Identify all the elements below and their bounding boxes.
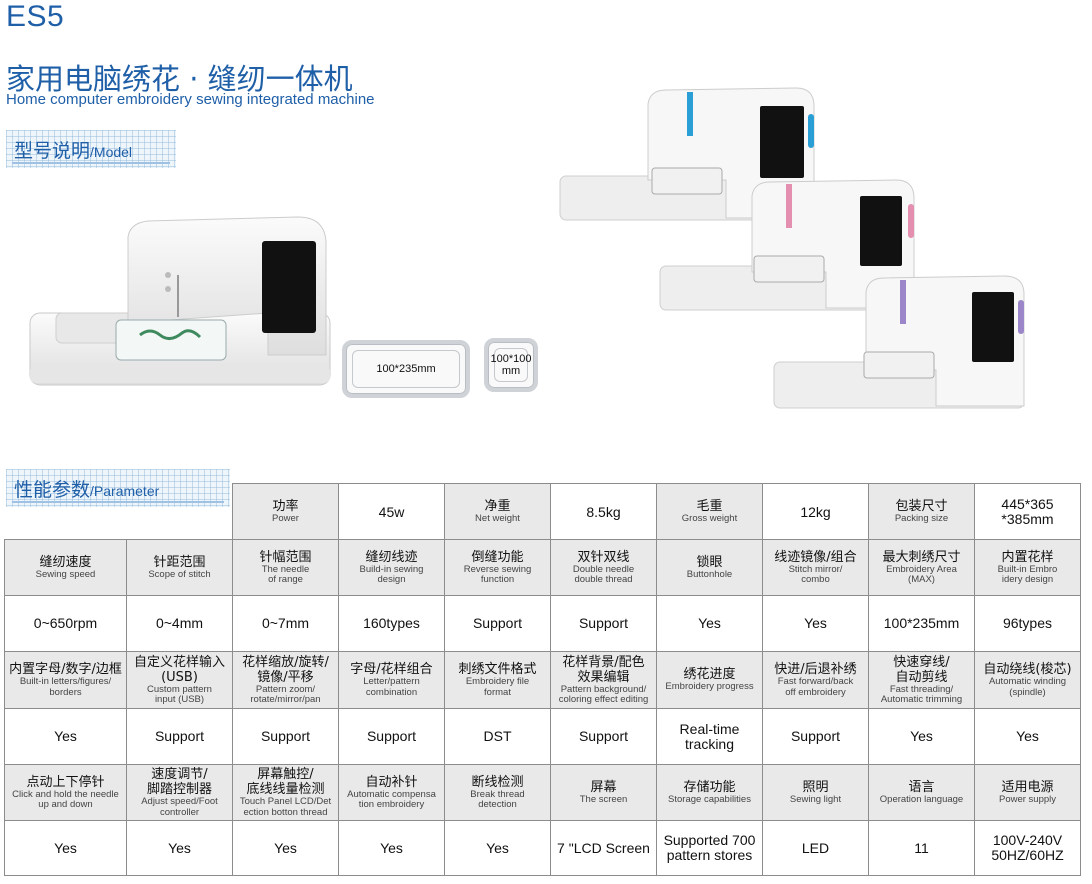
spec-value: Yes: [126, 820, 233, 876]
machine-blue-variant: [559, 87, 815, 221]
sewing-machine-main-image: [29, 216, 331, 386]
spec-value: 0~650rpm: [4, 595, 127, 652]
embroidery-hoop-large: 100*235mm: [342, 340, 470, 398]
spec-value: 11: [868, 820, 975, 876]
spec-value: 0~4mm: [126, 595, 233, 652]
packing-size-value: 445*365*385mm: [974, 483, 1081, 540]
spec-value: Yes: [444, 820, 551, 876]
spec-value: 7 "LCD Screen: [550, 820, 657, 876]
model-section-label: 型号说明/Model: [14, 140, 133, 162]
spec-value: 160types: [338, 595, 445, 652]
spec-value: Yes: [868, 708, 975, 765]
spec-value: Yes: [974, 708, 1081, 765]
parameter-section-label: 性能参数/Parameter: [14, 479, 160, 501]
spec-value: Yes: [4, 708, 127, 765]
title-english: Home computer embroidery sewing integrat…: [6, 91, 375, 108]
machine-pink-variant: [659, 179, 915, 311]
title-chinese: 家用电脑绣花 · 缝纫一体机: [6, 62, 353, 96]
model-code: ES5: [6, 0, 65, 33]
spec-value: Support: [444, 595, 551, 652]
spec-value: Yes: [762, 595, 869, 652]
spec-value: Yes: [232, 820, 339, 876]
spec-value: Yes: [338, 820, 445, 876]
spec-value: Support: [762, 708, 869, 765]
model-section-tag: 型号说明/Model: [6, 130, 176, 168]
spec-value: Yes: [656, 595, 763, 652]
divider: [12, 162, 170, 164]
spec-value: Support: [338, 708, 445, 765]
spec-value: Support: [232, 708, 339, 765]
gross-weight-value: 12kg: [762, 483, 869, 540]
spec-value: 96types: [974, 595, 1081, 652]
spec-value: 0~7mm: [232, 595, 339, 652]
spec-value: Support: [550, 595, 657, 652]
spec-value: LED: [762, 820, 869, 876]
spec-value: 100*235mm: [868, 595, 975, 652]
spec-value: Yes: [4, 820, 127, 876]
net-weight-value: 8.5kg: [550, 483, 657, 540]
spec-value: DST: [444, 708, 551, 765]
power-value: 45w: [338, 483, 445, 540]
parameter-section-tag: 性能参数/Parameter: [6, 469, 230, 507]
hoop-large-size: 100*235mm: [376, 363, 436, 375]
spec-value: Support: [126, 708, 233, 765]
color-variants-image: [559, 87, 1025, 409]
spec-label: 自动绕线(梭芯)Automatic winding(spindle): [974, 651, 1081, 709]
machine-purple-variant: [773, 275, 1025, 409]
spec-value: Support: [550, 708, 657, 765]
divider: [12, 501, 224, 503]
